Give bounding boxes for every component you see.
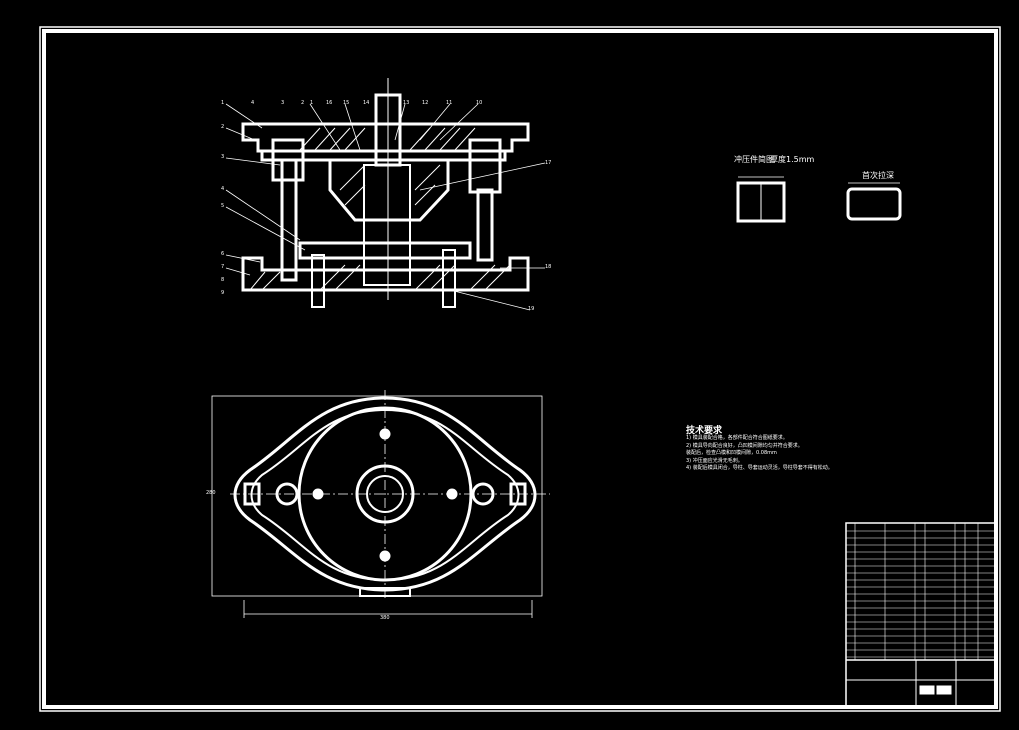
preform-sketch bbox=[846, 182, 902, 221]
bom-row-lines bbox=[846, 530, 996, 658]
tech-requirement-item: 装配后，检查凸模和凹模间隙，0.08mm bbox=[686, 450, 777, 456]
part-number-label: 13 bbox=[403, 100, 410, 106]
sheet-inner-border bbox=[42, 29, 998, 709]
plan-view bbox=[211, 390, 550, 618]
die-section-view bbox=[241, 78, 530, 308]
part-number-label: 12 bbox=[422, 100, 429, 106]
tech-requirement-item: 3) 冲压面应光滑无毛刺。 bbox=[686, 457, 743, 464]
part-number-label: 2 bbox=[301, 100, 305, 106]
part-number-label: 4 bbox=[251, 100, 255, 106]
part-leader-lines bbox=[225, 103, 546, 311]
part-number-label: 6 bbox=[221, 251, 225, 257]
tech-requirement-item: 1) 模具装配合格，各部件配合符合图纸要求。 bbox=[686, 435, 788, 441]
part-number-label: 4 bbox=[221, 186, 225, 192]
part-number-label: 19 bbox=[528, 306, 535, 312]
tech-requirement-item: 2) 模具导向配合良好，凸凹模间隙均匀并符合要求。 bbox=[686, 442, 803, 449]
part-number-label: 17 bbox=[545, 160, 552, 166]
tech-requirements-title: 技术要求 bbox=[686, 426, 723, 436]
blank-section-title: 冲压件简图 bbox=[734, 155, 774, 164]
part-number-label: 9 bbox=[221, 290, 225, 296]
part-number-label: 2 bbox=[221, 124, 225, 130]
part-number-label: 5 bbox=[221, 203, 225, 209]
blank-thickness-note: 厚度1.5mm bbox=[770, 155, 815, 164]
part-number-label: 3 bbox=[221, 154, 225, 160]
part-number-label: 1 bbox=[310, 100, 314, 106]
part-number-label: 14 bbox=[363, 100, 370, 106]
part-number-label: 1 bbox=[221, 100, 225, 106]
plan-height-dimension: 280 bbox=[206, 490, 216, 496]
tech-requirement-item: 4) 装配后模具闭合，导柱、导套运动灵活，导柱导套不得有松动。 bbox=[686, 465, 833, 471]
tech-requirements-list: 1) 模具装配合格，各部件配合符合图纸要求。2) 模具导向配合良好，凸凹模间隙均… bbox=[686, 435, 833, 473]
sheet-outer-border bbox=[39, 26, 1001, 712]
part-number-label: 3 bbox=[281, 100, 285, 106]
part-number-label: 11 bbox=[446, 100, 453, 106]
blank-sketch bbox=[736, 176, 786, 223]
part-number-label: 16 bbox=[326, 100, 333, 106]
part-number-label: 15 bbox=[343, 100, 350, 106]
plan-width-dimension: 380 bbox=[380, 615, 390, 621]
part-number-label: 10 bbox=[476, 100, 483, 106]
preform-section-title: 首次拉深 bbox=[862, 171, 894, 180]
section-hatching bbox=[249, 127, 511, 291]
part-number-label: 8 bbox=[221, 277, 225, 283]
part-number-label: 7 bbox=[221, 264, 225, 270]
part-number-label: 18 bbox=[545, 264, 552, 270]
